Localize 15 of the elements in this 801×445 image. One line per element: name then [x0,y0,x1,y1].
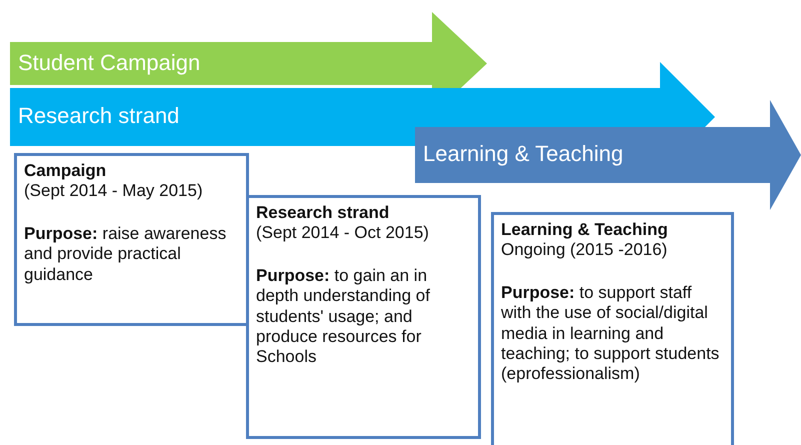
purpose-text: Purpose: raise awareness and provide practical guidance [24,224,228,285]
band-label: Learning & Teaching [423,143,624,165]
box-heading: Campaign [24,161,108,182]
box-heading: Learning & Teaching [501,220,669,240]
info-box [246,195,481,439]
info-box [491,212,734,445]
band-label: Student Campaign [18,52,200,74]
date-range: (Sept 2014 - Oct 2015) [256,223,430,244]
date-range: (Sept 2014 - May 2015) [24,181,204,202]
info-box [14,153,249,326]
band-label: Research strand [18,105,180,127]
purpose-text: Purpose: to support staff with the use of social/digital media in learning and teaching; to support students (eprofessionalism) [501,282,720,385]
box-heading: Research strand [256,203,390,224]
date-range: Ongoing (2015 -2016) [501,240,668,261]
purpose-text: Purpose: to gain an in depth understanding of students' usage; and produce resources for Schools [256,266,431,368]
